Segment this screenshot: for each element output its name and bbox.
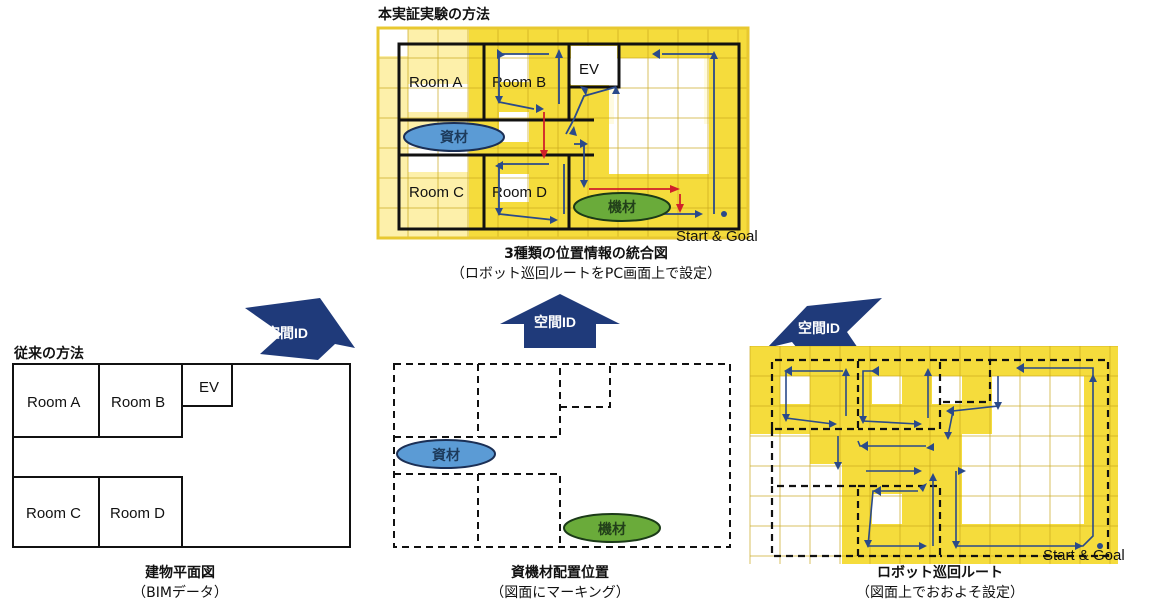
- room-b-label: Room B: [111, 394, 165, 411]
- material-label: 資材: [440, 129, 468, 145]
- material-marker: 資材: [396, 439, 496, 469]
- conventional-caption-sub: （BIMデータ）: [132, 585, 228, 601]
- room-d-label: Room D: [110, 505, 165, 522]
- materials-caption-main: 資機材配置位置: [511, 565, 609, 581]
- right-space-id-arrow: 空間ID: [767, 298, 882, 360]
- ev-label: EV: [199, 379, 219, 396]
- conventional-method-title: 従来の方法: [14, 346, 84, 362]
- route-caption-main: ロボット巡回ルート: [877, 565, 1003, 581]
- start-goal-label: Start & Goal: [1043, 547, 1125, 564]
- building-floor-plan: Room A Room B Room C Room D EV: [12, 363, 351, 548]
- proposed-caption-main: 3種類の位置情報の統合図: [504, 246, 668, 262]
- room-b-label: Room B: [492, 74, 546, 91]
- patrol-route: [498, 53, 715, 221]
- route-caption: ロボット巡回ルート （図面上でおおよそ設定）: [840, 563, 1040, 603]
- room-c-label: Room C: [409, 184, 464, 201]
- dashed-zones: [393, 363, 731, 548]
- arrow-shape: [767, 298, 882, 360]
- equipment-marker: 機材: [573, 192, 671, 222]
- building-walls: [397, 42, 741, 231]
- arrow-shape: [245, 298, 355, 360]
- conventional-caption: 建物平面図 （BIMデータ）: [80, 563, 280, 603]
- materials-caption-sub: （図面にマーキング）: [490, 585, 630, 601]
- plan-walls: [12, 363, 351, 548]
- room-a-label: Room A: [27, 394, 80, 411]
- center-space-id-arrow: 空間ID: [500, 294, 620, 348]
- proposed-caption-sub: （ロボット巡回ルートをPC画面上で設定）: [450, 266, 722, 282]
- conventional-caption-main: 建物平面図: [145, 565, 215, 581]
- center-arrow-label: 空間ID: [534, 314, 576, 330]
- room-a-label: Room A: [409, 74, 462, 91]
- proposed-caption: 3種類の位置情報の統合図 （ロボット巡回ルートをPC画面上で設定）: [380, 244, 792, 284]
- materials-placement-map: 資材 機材: [393, 363, 731, 548]
- materials-caption: 資機材配置位置 （図面にマーキング）: [460, 563, 660, 603]
- dashed-zones: [770, 358, 1110, 558]
- patrol-route: [785, 367, 1094, 547]
- arrow-shape: [500, 294, 620, 348]
- route-grid-fill: [750, 346, 1118, 564]
- material-marker: 資材: [403, 122, 505, 152]
- ev-label: EV: [579, 61, 599, 78]
- equipment-label: 機材: [608, 199, 636, 215]
- material-label: 資材: [432, 447, 460, 463]
- integrated-map: Room A Room B Room C Room D EV: [376, 26, 758, 244]
- left-space-id-arrow: 空間ID: [245, 298, 355, 360]
- grid-lines: [377, 27, 748, 239]
- ev-room-fill: [571, 46, 617, 85]
- equipment-label: 機材: [598, 521, 626, 537]
- right-arrow-label: 空間ID: [798, 320, 840, 336]
- route-arrowheads: [782, 363, 1097, 550]
- start-goal-dot: [721, 211, 727, 217]
- room-c-label: Room C: [26, 505, 81, 522]
- route-caption-sub: （図面上でおおよそ設定）: [856, 585, 1024, 601]
- proposed-method-title: 本実証実験の方法: [378, 7, 490, 23]
- start-goal-dot: [1097, 543, 1103, 549]
- room-d-label: Room D: [492, 184, 547, 201]
- start-goal-label: Start & Goal: [676, 228, 758, 244]
- red-arrowheads: [540, 150, 684, 213]
- equipment-marker: 機材: [563, 513, 661, 543]
- left-arrow-label: 空間ID: [266, 325, 308, 341]
- robot-route-map: Start & Goal: [749, 346, 1125, 564]
- route-arrowheads: [495, 49, 718, 224]
